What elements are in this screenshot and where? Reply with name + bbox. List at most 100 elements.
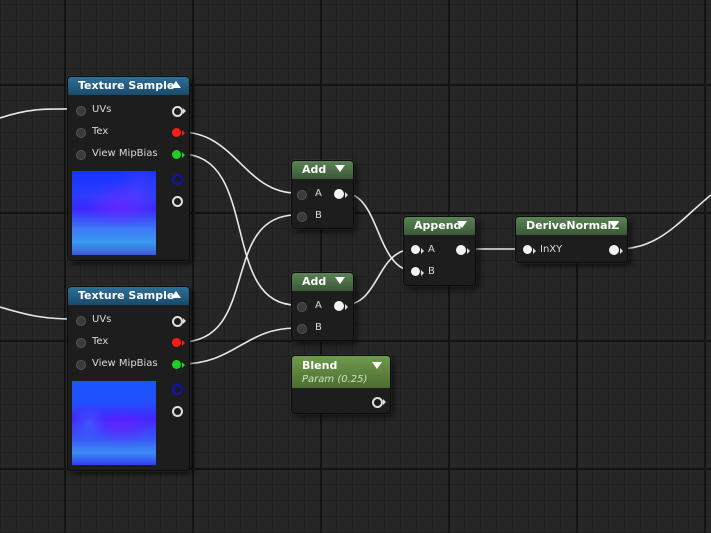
pin-row-view-mip-bias: View MipBias: [74, 357, 186, 371]
collapse-up-arrow-icon[interactable]: [171, 81, 181, 88]
output-pin-icon[interactable]: [609, 245, 619, 255]
wire-ts1-mip-to-add2-a: [180, 153, 297, 306]
texture-sample-node-2[interactable]: Texture Sample UVs Tex View MipBias: [67, 286, 190, 471]
pin-arrow-icon: [421, 270, 424, 276]
output-pin-ring-icon[interactable]: [172, 316, 183, 327]
pin-label-b: B: [315, 210, 322, 221]
pin-row-b: B: [296, 321, 350, 335]
pin-label-tex: Tex: [92, 126, 109, 137]
input-pin-tex[interactable]: [76, 338, 86, 348]
blend-param-node[interactable]: Blend Param (0.25): [291, 355, 391, 414]
collapse-down-arrow-icon[interactable]: [335, 165, 345, 172]
pin-row-uvs: UVs: [74, 313, 186, 327]
pin-arrow-icon: [182, 362, 185, 368]
node-header[interactable]: DeriveNormalZ: [516, 217, 627, 235]
output-pin-ring-icon[interactable]: [172, 196, 183, 207]
node-header[interactable]: Append: [404, 217, 475, 235]
pin-arrow-icon: [182, 130, 185, 136]
input-pin-tex[interactable]: [76, 128, 86, 138]
pin-arrow-icon: [383, 399, 386, 405]
pin-arrow-icon: [620, 248, 623, 254]
pin-arrow-icon: [182, 340, 185, 346]
wire-derive-out: [617, 194, 711, 250]
output-pin-ring-icon[interactable]: [172, 106, 183, 117]
input-pin-a[interactable]: [411, 245, 420, 254]
texture-preview-image: [72, 171, 156, 255]
pin-arrow-icon: [421, 248, 424, 254]
output-pin-red-icon[interactable]: [172, 128, 181, 137]
output-pin-icon[interactable]: [334, 189, 344, 199]
pin-row-view-mip-bias: View MipBias: [74, 147, 186, 161]
output-pin-icon[interactable]: [334, 301, 344, 311]
node-title: Add: [302, 275, 327, 288]
node-header[interactable]: Blend Param (0.25): [292, 356, 390, 388]
node-header[interactable]: Add: [292, 273, 353, 291]
pin-label-view-mip-bias: View MipBias: [92, 148, 158, 159]
texture-preview-image: [72, 381, 156, 465]
pin-row-tex: Tex: [74, 125, 186, 139]
input-pin-b[interactable]: [297, 324, 307, 334]
collapse-down-arrow-icon[interactable]: [457, 221, 467, 228]
add-node-2[interactable]: Add A B: [291, 272, 354, 341]
pin-row-tex: Tex: [74, 335, 186, 349]
pin-label-tex: Tex: [92, 336, 109, 347]
pin-label-a: A: [315, 188, 322, 199]
pin-row-in-xy: InXY: [522, 243, 624, 257]
node-title: Add: [302, 163, 327, 176]
wire-add1-to-append-a: [343, 192, 415, 272]
add-node-1[interactable]: Add A B: [291, 160, 354, 229]
collapse-down-arrow-icon[interactable]: [609, 221, 619, 228]
input-pin-a[interactable]: [297, 302, 307, 312]
pin-arrow-icon: [183, 108, 186, 114]
pin-arrow-icon: [345, 192, 348, 198]
wire-ts2-tex-to-add1-b: [180, 214, 297, 343]
pin-arrow-icon: [345, 304, 348, 310]
output-pin-green-icon[interactable]: [172, 360, 181, 369]
input-pin-b[interactable]: [297, 212, 307, 222]
collapse-up-arrow-icon[interactable]: [171, 291, 181, 298]
pin-row-a: A: [296, 299, 350, 313]
wire-ts1-tex-to-add1-a: [180, 131, 297, 194]
pin-label-a: A: [315, 300, 322, 311]
texture-sample-node-1[interactable]: Texture Sample UVs Tex View MipBias: [67, 76, 190, 261]
input-pin-b[interactable]: [411, 267, 420, 276]
pin-arrow-icon: [182, 152, 185, 158]
pin-label-b: B: [428, 266, 435, 277]
derive-normal-z-node[interactable]: DeriveNormalZ InXY: [515, 216, 628, 263]
pin-label-uvs: UVs: [92, 104, 112, 115]
output-pin-ring-icon[interactable]: [172, 406, 183, 417]
collapse-down-arrow-icon[interactable]: [335, 277, 345, 284]
node-title: Texture Sample: [78, 79, 175, 92]
output-pin-icon[interactable]: [456, 245, 466, 255]
output-pin-green-icon[interactable]: [172, 150, 181, 159]
node-header[interactable]: Texture Sample: [68, 287, 189, 305]
pin-label-in-xy: InXY: [540, 244, 563, 255]
input-pin-view-mip-bias[interactable]: [76, 360, 86, 370]
output-pin-ring-icon[interactable]: [372, 397, 383, 408]
pin-row-b: B: [410, 265, 472, 279]
node-header[interactable]: Texture Sample: [68, 77, 189, 95]
wire-input-uvs-2: [0, 306, 76, 320]
input-pin-in-xy[interactable]: [523, 245, 532, 254]
pin-label-view-mip-bias: View MipBias: [92, 358, 158, 369]
append-node[interactable]: Append A B: [403, 216, 476, 286]
pin-row-a: A: [296, 187, 350, 201]
pin-arrow-icon: [183, 318, 186, 324]
collapse-down-arrow-icon[interactable]: [372, 362, 382, 369]
pin-row-a: A: [410, 243, 472, 257]
input-pin-uvs[interactable]: [76, 316, 86, 326]
input-pin-view-mip-bias[interactable]: [76, 150, 86, 160]
pin-label-a: A: [428, 244, 435, 255]
node-title: Append: [414, 219, 462, 232]
input-pin-a[interactable]: [297, 190, 307, 200]
wire-ts2-mip-to-add2-b: [180, 327, 297, 365]
wire-input-uvs-1: [0, 108, 76, 119]
node-header[interactable]: Add: [292, 161, 353, 179]
pin-arrow-icon: [533, 248, 536, 254]
output-pin-red-icon[interactable]: [172, 338, 181, 347]
output-pin-blue-ring-icon[interactable]: [172, 174, 183, 185]
input-pin-uvs[interactable]: [76, 106, 86, 116]
output-pin-blue-ring-icon[interactable]: [172, 384, 183, 395]
